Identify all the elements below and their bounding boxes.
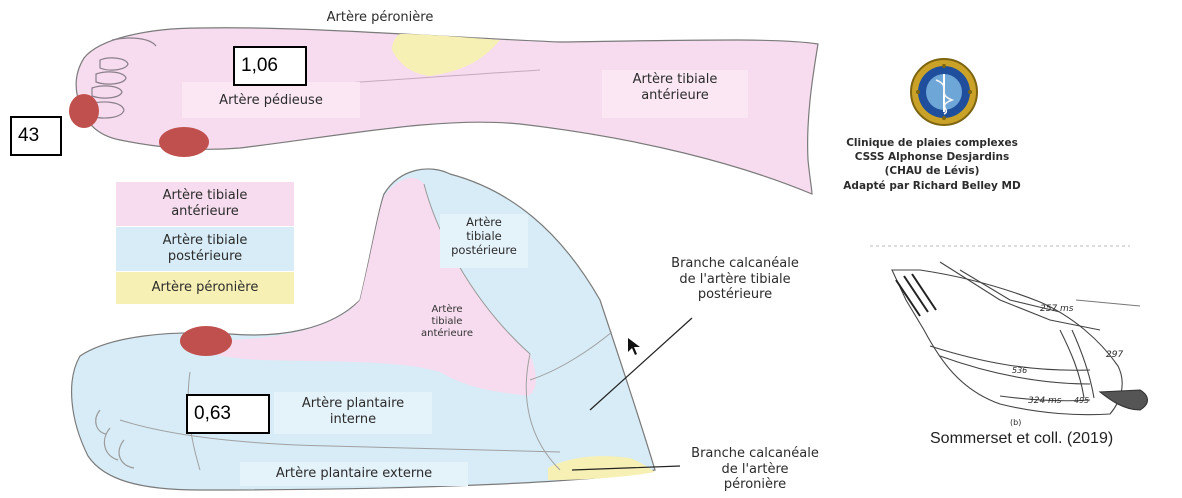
mouse-cursor-icon [628,338,640,355]
anterior-tibial-label-small: Artère tibiale antérieure [412,304,482,340]
clinic-credit: Clinique de plaies complexes CSSS Alphon… [822,136,1042,193]
wound-marker-great-toe [69,94,99,128]
plantar-index-value: 0,63 [186,394,270,434]
pedal-artery-label: Artère pédieuse [182,93,360,109]
sketch-label-b: (b) [1010,418,1021,428]
dorsal-foot-diagram [76,28,818,194]
peroneal-artery-label-top: Artère péronière [300,10,460,26]
sketch-label-297: 297 [1106,350,1123,361]
hyperbaric-service-logo [911,59,977,125]
external-plantar-artery-label: Artère plantaire externe [240,466,468,482]
sketch-label-536: 536 [1012,366,1027,376]
wound-marker-heel-top [159,127,209,157]
sketch-caption: Sommerset et coll. (2019) [930,430,1113,448]
doppler-sketch [870,246,1148,415]
sketch-label-495: 495 [1074,396,1089,406]
sketch-label-257ms: 257 ms [1040,304,1074,315]
legend-item-peroneal: Artère péronière [116,272,294,304]
peroneal-calcaneal-branch-label: Branche calcanéale de l'artère péronière [680,446,830,493]
sketch-label-324ms: 324 ms [1028,396,1062,407]
toe-pressure-value: 43 [10,116,62,156]
posterior-calcaneal-branch-label: Branche calcanéale de l'artère tibiale p… [650,256,820,303]
internal-plantar-artery-label: Artère plantaire interne [274,396,432,427]
posterior-tibial-label-bottom: Artère tibiale postérieure [440,216,528,257]
dorsal-index-value: 1,06 [233,46,307,86]
wound-marker-medial-foot [180,326,232,356]
anterior-tibial-label-top: Artère tibiale antérieure [602,72,748,103]
